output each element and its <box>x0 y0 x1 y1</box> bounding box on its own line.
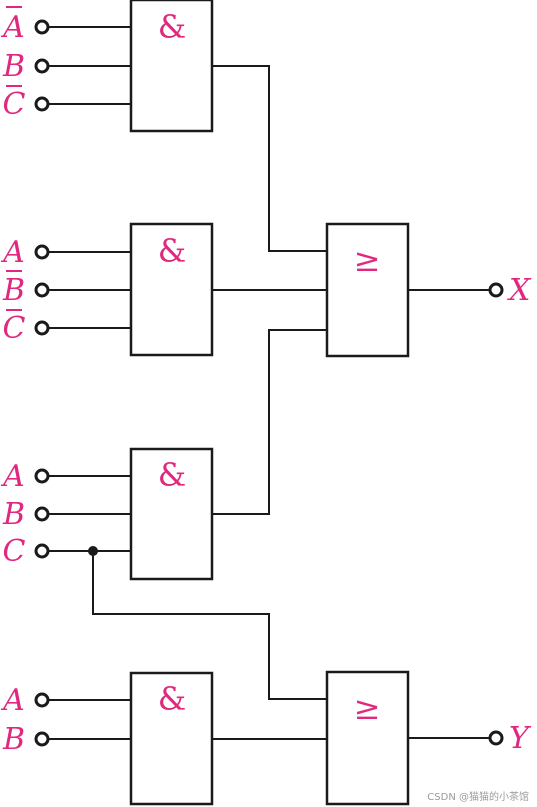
and-gate-1-symbol: & <box>158 8 186 46</box>
and-gate-2-symbol: & <box>158 232 186 270</box>
or-gate-1-symbol: ≥ <box>354 241 381 279</box>
terminal-and3-b <box>34 506 50 522</box>
and-gate-4 <box>129 671 214 806</box>
terminal-and2-a <box>34 244 50 260</box>
wire-and3-to-or1 <box>212 329 327 515</box>
or-gate-2 <box>325 670 410 806</box>
input-label-and4-b: B <box>2 722 25 757</box>
terminal-and3-c <box>34 543 50 559</box>
and-gate-1 <box>129 0 214 133</box>
terminal-and4-a <box>34 692 50 708</box>
wires <box>48 26 490 740</box>
watermark: CSDN @猫猫的小茶馆 <box>427 792 529 803</box>
input-label-and1-c: C <box>3 87 26 122</box>
input-label-and1-b: B <box>2 49 25 84</box>
input-terminals <box>34 19 504 747</box>
or-gate-1 <box>325 222 410 358</box>
and-gate-3-symbol: & <box>158 456 186 494</box>
wire-c-branch-to-or2 <box>92 551 327 700</box>
terminal-out-y <box>488 730 504 746</box>
input-label-and3-c: C <box>3 534 26 569</box>
junction-dot <box>88 546 98 556</box>
terminal-and1-a <box>34 19 50 35</box>
input-label-and3-a: A <box>0 459 25 494</box>
and-gate-3 <box>129 447 214 581</box>
or-gate-2-symbol: ≥ <box>354 689 381 727</box>
input-label-and2-a: A <box>0 235 25 270</box>
terminal-and1-c <box>34 96 50 112</box>
output-label-x: X <box>507 273 532 308</box>
gates <box>129 0 410 806</box>
terminal-and3-a <box>34 468 50 484</box>
terminal-and2-c <box>34 320 50 336</box>
and-gate-2 <box>129 222 214 357</box>
output-label-y: Y <box>509 721 532 756</box>
input-label-and4-a: A <box>0 683 25 718</box>
terminal-and2-b <box>34 282 50 298</box>
terminal-and1-b <box>34 58 50 74</box>
input-label-and1-a: A <box>0 10 25 45</box>
and-gate-4-symbol: & <box>158 680 186 718</box>
input-label-and2-b: B <box>2 273 25 308</box>
input-label-and2-c: C <box>3 311 26 346</box>
input-label-and3-b: B <box>2 497 25 532</box>
terminal-out-x <box>488 282 504 298</box>
wire-and1-to-or1 <box>212 65 327 252</box>
terminal-and4-b <box>34 731 50 747</box>
